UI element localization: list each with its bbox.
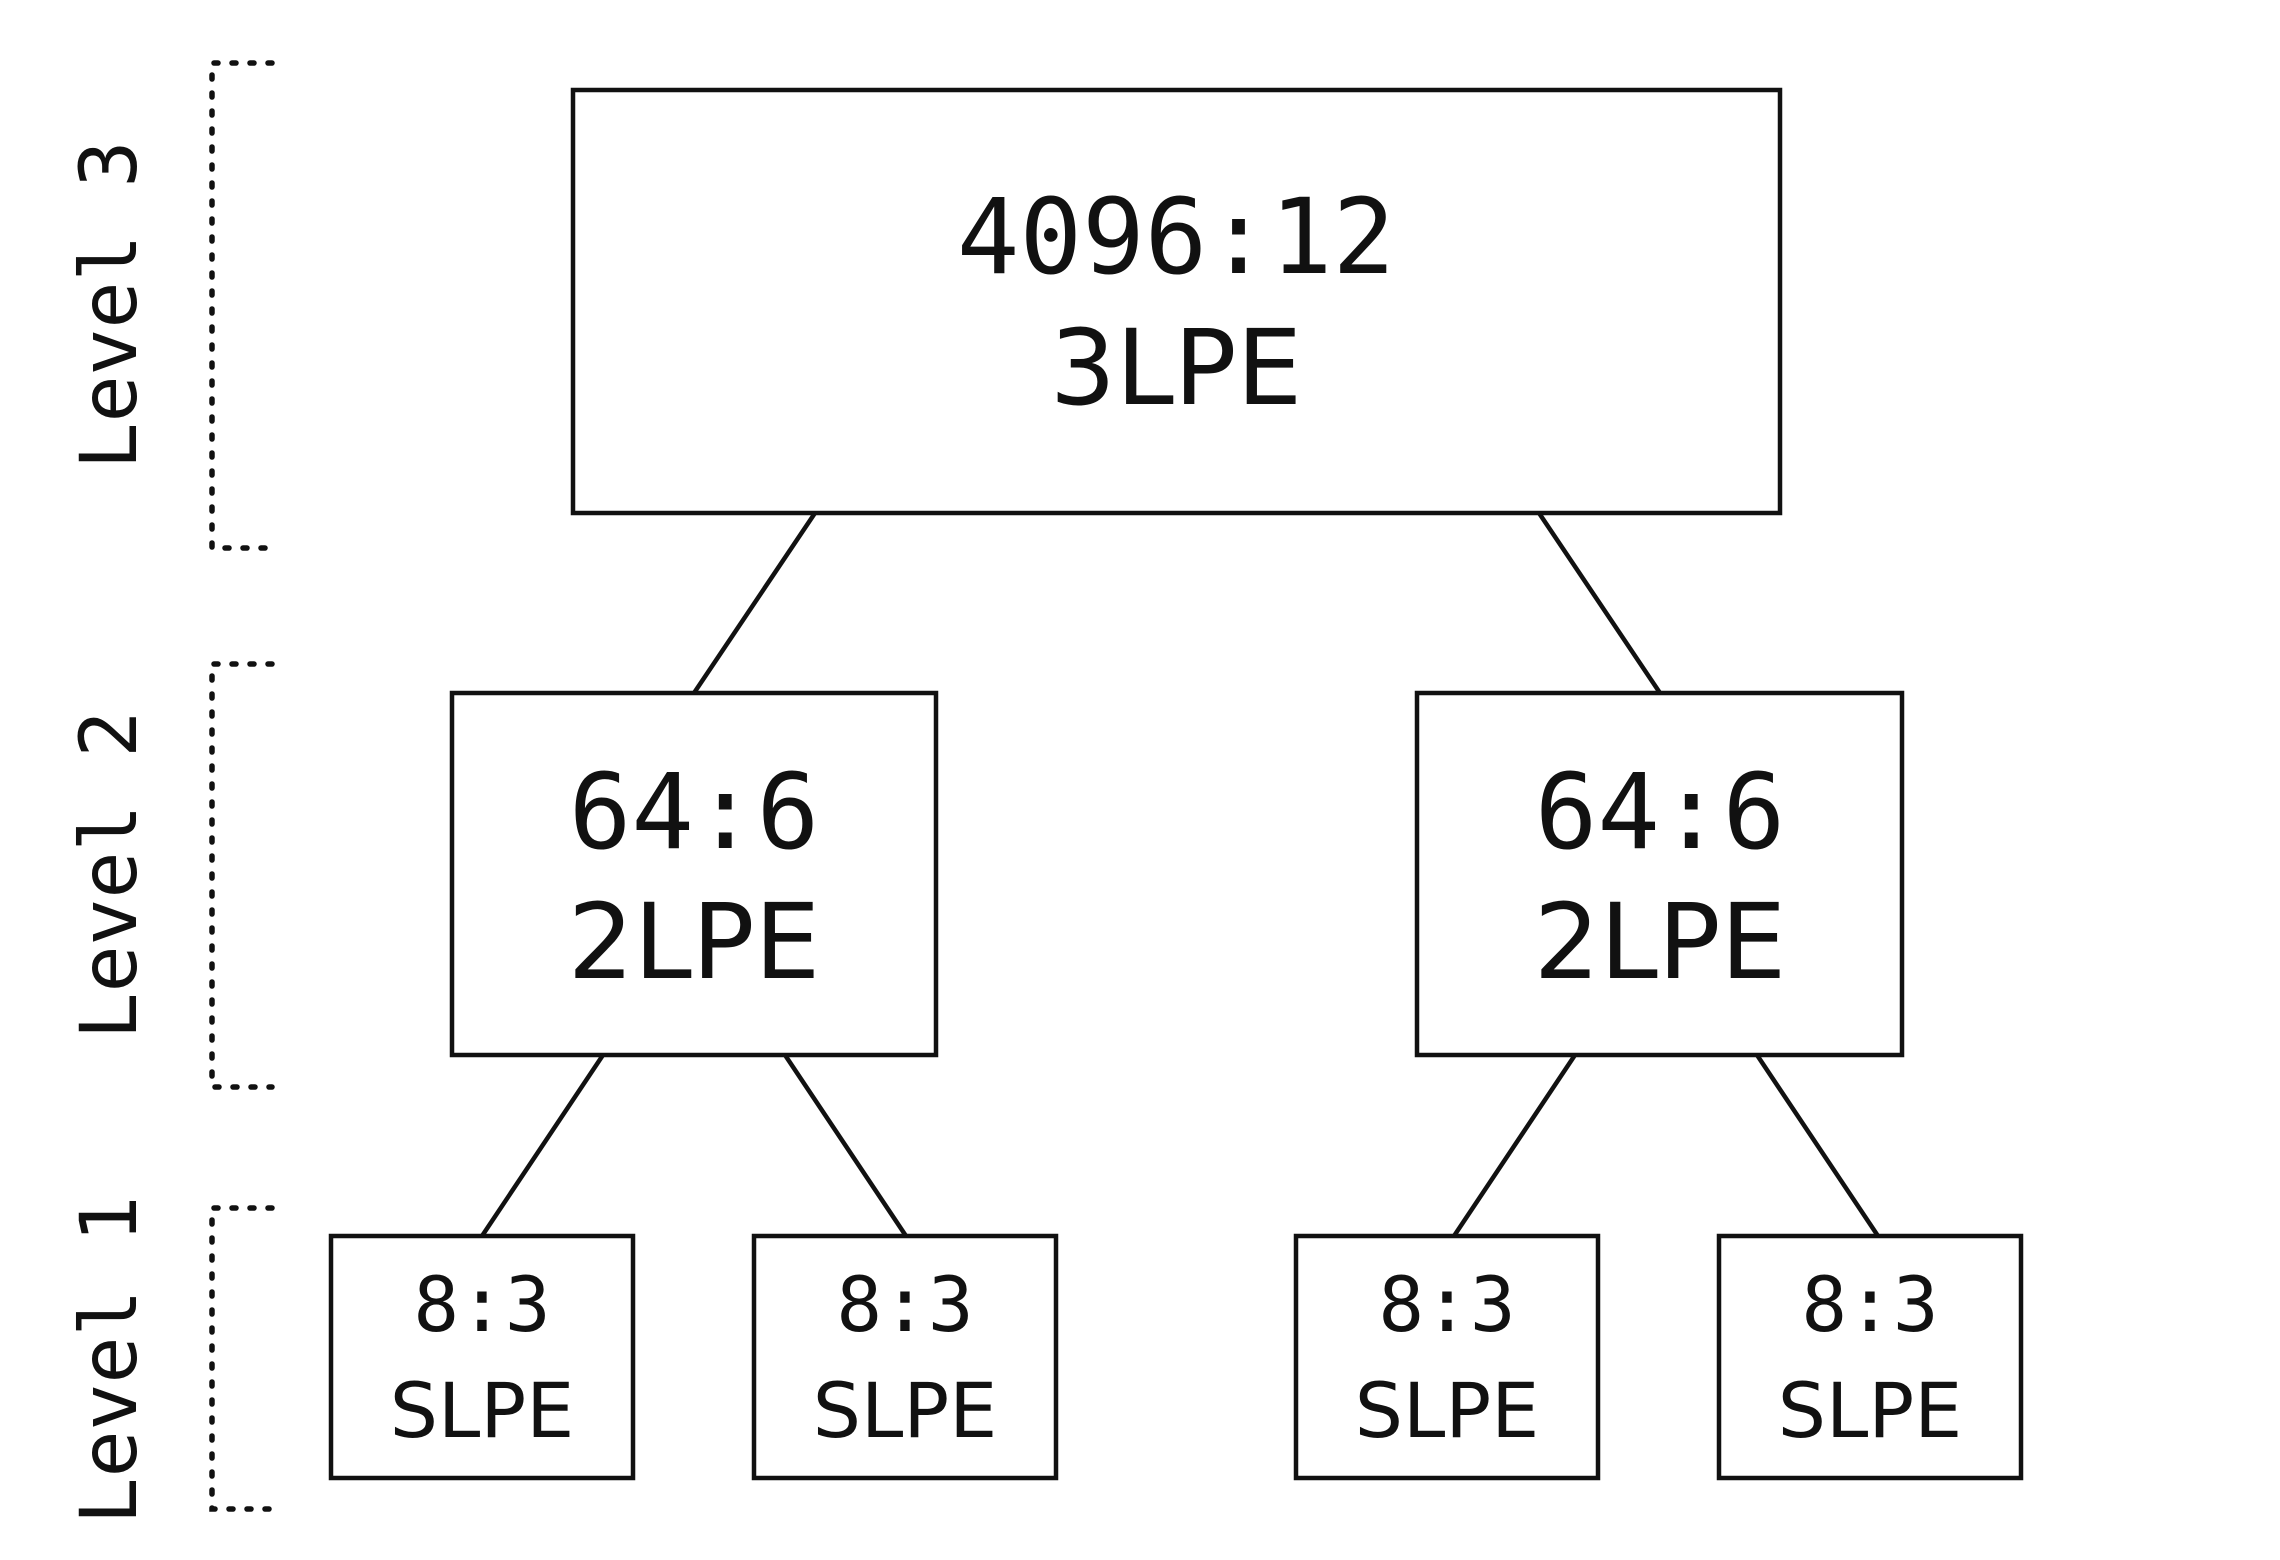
node-ratio: 8:3 (1801, 1260, 1938, 1349)
edge-right-to-leaf-3 (1452, 1053, 1577, 1238)
node-level-3-root: 4096:12 3LPE (570, 87, 1783, 516)
edge-root-to-right (1537, 511, 1662, 695)
node-type: SLPE (1355, 1366, 1539, 1455)
node-level-1-leaf-2: 8:3 SLPE (751, 1233, 1059, 1481)
node-box (449, 690, 939, 1058)
node-box (751, 1233, 1059, 1481)
edge-left-to-leaf-2 (783, 1053, 908, 1238)
level-labels: Level 3 Level 2 Level 1 (65, 141, 155, 1525)
node-ratio: 64:6 (1535, 751, 1785, 873)
node-type: SLPE (813, 1366, 997, 1455)
level-2-label: Level 2 (65, 711, 155, 1040)
node-level-1-leaf-3: 8:3 SLPE (1293, 1233, 1601, 1481)
node-box (328, 1233, 636, 1481)
node-box (1716, 1233, 2024, 1481)
node-ratio: 8:3 (413, 1260, 550, 1349)
level-1-bracket (209, 1205, 275, 1512)
node-type: 2LPE (568, 881, 821, 1003)
edge-right-to-leaf-4 (1755, 1053, 1880, 1238)
edge-left-to-leaf-1 (480, 1053, 605, 1238)
node-box (1414, 690, 1905, 1058)
node-ratio: 64:6 (569, 751, 819, 873)
level-3-bracket (209, 60, 275, 551)
tree-edges (480, 511, 1880, 1238)
level-1-label: Level 1 (65, 1196, 155, 1525)
level-2-bracket (209, 661, 275, 1090)
node-level-2-right: 64:6 2LPE (1414, 690, 1905, 1058)
node-level-1-leaf-4: 8:3 SLPE (1716, 1233, 2024, 1481)
node-type: 2LPE (1534, 881, 1787, 1003)
node-box (570, 87, 1783, 516)
node-type: SLPE (1778, 1366, 1962, 1455)
node-level-2-left: 64:6 2LPE (449, 690, 939, 1058)
node-ratio: 8:3 (1378, 1260, 1515, 1349)
node-ratio: 8:3 (836, 1260, 973, 1349)
node-type: SLPE (390, 1366, 574, 1455)
node-level-1-leaf-1: 8:3 SLPE (328, 1233, 636, 1481)
node-ratio: 4096:12 (957, 176, 1395, 298)
edge-root-to-left (692, 511, 817, 695)
node-box (1293, 1233, 1601, 1481)
node-type: 3LPE (1050, 307, 1303, 429)
level-brackets (209, 60, 275, 1512)
level-3-label: Level 3 (65, 141, 155, 470)
